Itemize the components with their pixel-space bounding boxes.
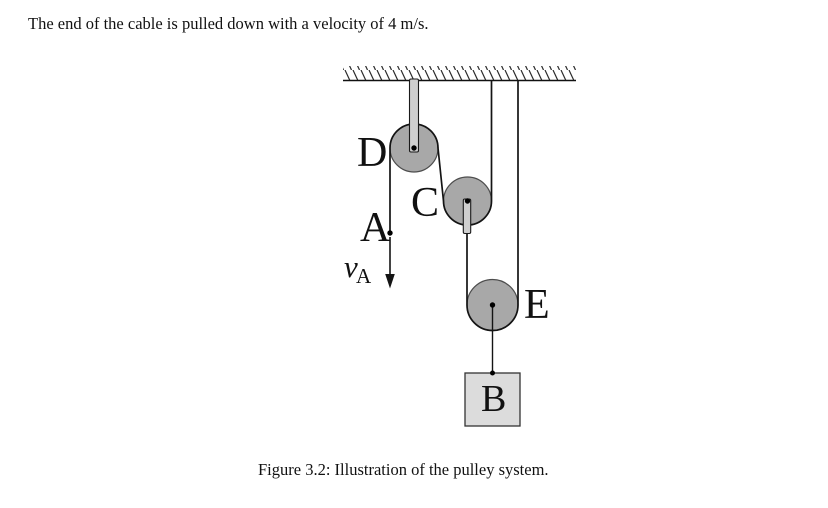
label-pulley-e: E xyxy=(524,282,550,328)
pulley-e-axle-dot xyxy=(489,302,496,308)
label-velocity-subscript: A xyxy=(356,264,372,288)
label-block-b: B xyxy=(481,378,506,420)
cable-a-over-d-under-c xyxy=(389,80,493,233)
pulley-c-axle-dot xyxy=(464,198,471,204)
velocity-arrow-head xyxy=(385,274,395,289)
figure-caption: Figure 3.2: Illustration of the pulley s… xyxy=(258,460,549,479)
rod-ceiling-to-d xyxy=(408,78,420,153)
ceiling-hatching xyxy=(343,66,576,80)
label-velocity-symbol: v xyxy=(344,249,358,284)
label-pulley-d: D xyxy=(357,130,387,176)
label-point-a: A xyxy=(360,205,391,251)
block-b xyxy=(464,372,521,427)
pulley-d-axle-dot xyxy=(411,145,417,151)
block-attachment-dot xyxy=(490,370,495,376)
rod-c-axle xyxy=(462,198,472,235)
label-pulley-c: C xyxy=(411,180,439,226)
problem-statement: The end of the cable is pulled down with… xyxy=(28,14,429,33)
point-a-dot xyxy=(387,230,393,236)
